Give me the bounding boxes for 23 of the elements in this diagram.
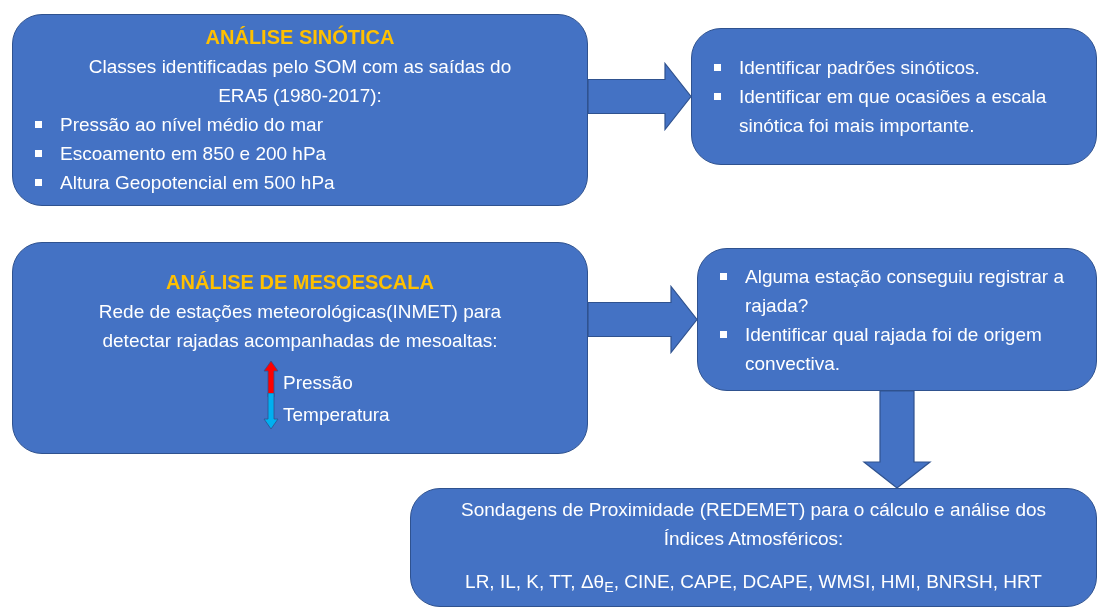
process-box	[697, 248, 1097, 391]
bullet-text: Escoamento em 850 e 200 hPa	[60, 142, 327, 166]
variable-label: Temperatura	[283, 402, 390, 427]
process-box	[410, 488, 1097, 607]
heading: ANÁLISE DE MESOESCALA	[165, 269, 435, 295]
bullet-text: Pressão ao nível médio do mar	[60, 113, 323, 137]
description: Classes identificadas pelo SOM com as saídas do ERA5 (1980-2017):	[87, 55, 513, 108]
process-box	[691, 28, 1097, 165]
bullet-text: Identificar em que ocasiões a escala sinótica foi mais importante.	[739, 85, 1048, 138]
bullet-text: Identificar padrões sinóticos.	[739, 56, 980, 80]
variable-label: Pressão	[283, 370, 353, 395]
block-arrow	[587, 284, 698, 355]
block-arrow	[587, 61, 692, 132]
description: Sondagens de Proximidade (REDEMET) para o cálculo e análise dos Índices Atmosféricos:	[459, 498, 1048, 551]
block-arrow	[862, 390, 932, 489]
bullet-text: Altura Geopotencial em 500 hPa	[60, 171, 335, 195]
bullet-text: Identificar qual rajada foi de origem convectiva.	[745, 322, 1043, 376]
heading: ANÁLISE SINÓTICA	[204, 24, 396, 50]
description: Rede de estações meteorológicas(INMET) para detectar rajadas acompanhadas de mesoaltas:	[97, 299, 503, 353]
bullet-text: Alguma estação conseguiu registrar a rajada?	[745, 264, 1065, 318]
process-box	[12, 14, 588, 206]
process-box	[12, 242, 588, 454]
description: LR, IL, K, TT, Δθ$_{E}$, CINE, CAPE, DCAPE, WMSI, HMI, BNRSH, HRT	[464, 570, 1043, 596]
